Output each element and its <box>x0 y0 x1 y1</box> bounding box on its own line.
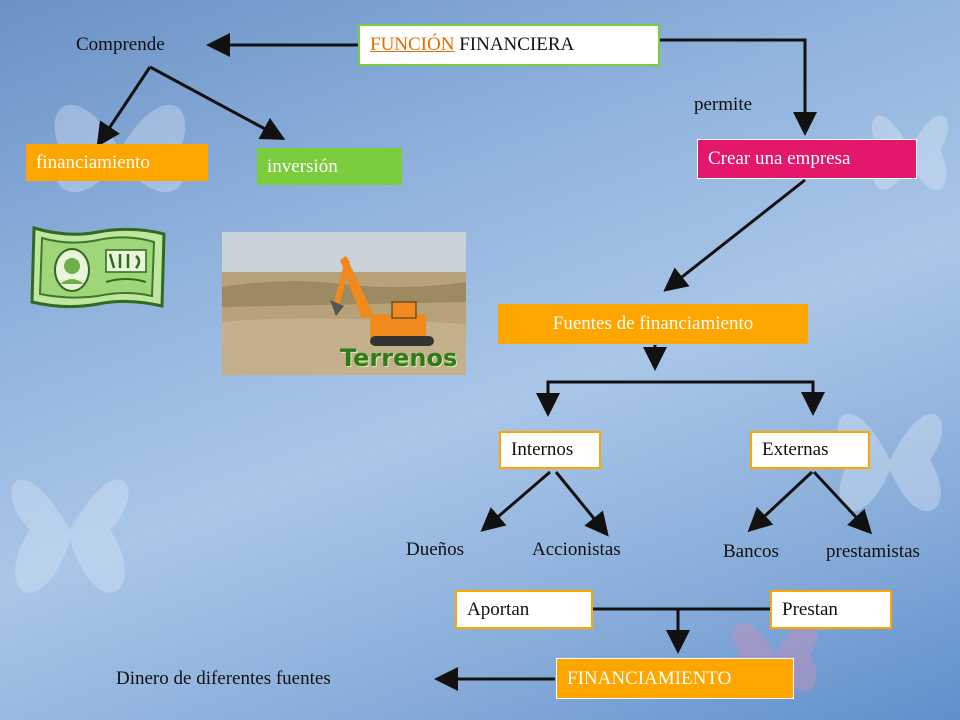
arrow-to-fuentes <box>663 178 806 292</box>
excavator-land-photo: Terrenos <box>222 232 466 375</box>
prestan-box: Prestan <box>770 590 892 629</box>
accionistas-label: Accionistas <box>532 539 621 560</box>
inversion-box: inversión <box>257 148 402 185</box>
financiamiento-box: financiamiento <box>26 144 208 181</box>
arrow-to-duenos <box>480 470 551 532</box>
title-box: FUNCIÓN FINANCIERA <box>358 24 660 66</box>
funcion-link[interactable]: FUNCIÓN <box>370 34 455 55</box>
duenos-label: Dueños <box>406 539 465 560</box>
internos-box: Internos <box>499 431 601 469</box>
arrow-to-inversion <box>149 65 286 140</box>
comprende-label: Comprende <box>76 34 165 55</box>
arrow-to-externas <box>546 380 825 416</box>
permite-label: permite <box>694 94 753 115</box>
arrow-to-prestamistas <box>812 470 873 535</box>
bancos-label: Bancos <box>723 541 779 562</box>
crear-empresa-box: Crear una empresa <box>697 139 917 179</box>
prestamistas-label: prestamistas <box>826 541 920 562</box>
land-caption: Terrenos <box>340 344 458 372</box>
dollar-bill-icon <box>30 226 166 309</box>
externas-box: Externas <box>750 431 870 469</box>
dinero-label: Dinero de diferentes fuentes <box>116 668 331 689</box>
arrow-to-crear-empresa <box>660 38 817 136</box>
title-rest: FINANCIERA <box>454 34 575 55</box>
aportan-box: Aportan <box>455 590 593 629</box>
excavator-icon <box>330 256 434 346</box>
butterfly-icon <box>11 479 129 593</box>
arrow-to-accionistas <box>554 471 609 537</box>
arrow-to-financiamiento <box>96 66 152 147</box>
financiamiento-caps-box: FINANCIAMIENTO <box>556 658 794 699</box>
arrow-to-bancos <box>747 470 814 533</box>
fuentes-box: Fuentes de financiamiento <box>498 304 808 344</box>
